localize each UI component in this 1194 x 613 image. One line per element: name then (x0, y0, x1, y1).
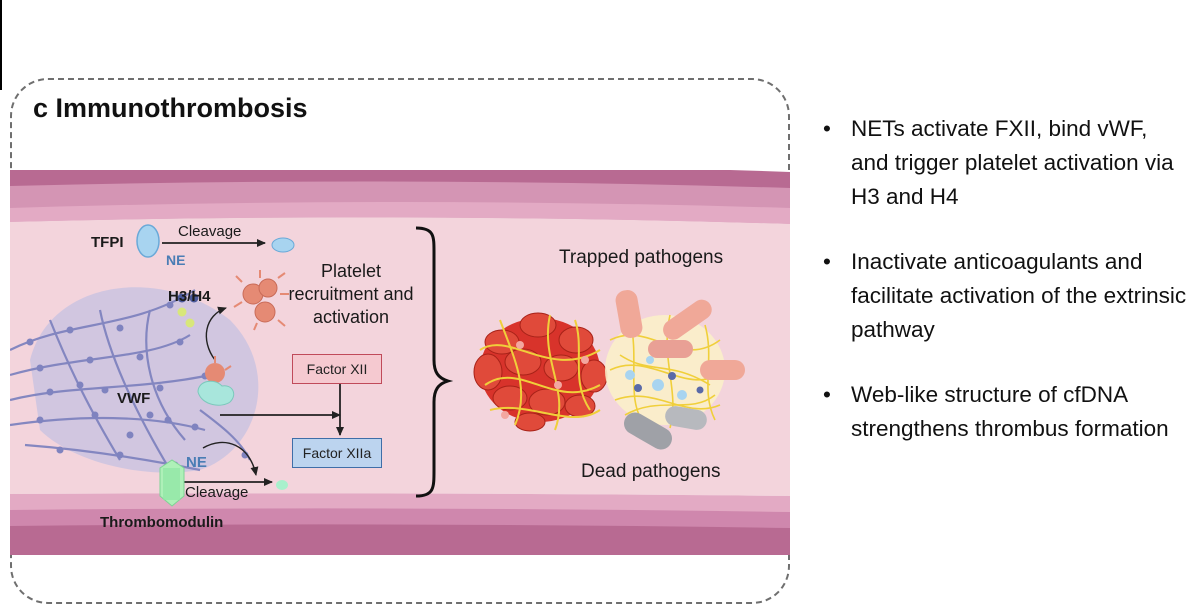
vwf-label: VWF (117, 390, 151, 407)
bullet-text: Web-like structure of cfDNA strengthens … (851, 382, 1169, 441)
factor-xiia-label: Factor XIIa (302, 445, 372, 461)
tfpi-icon (136, 224, 160, 258)
immunothrombosis-diagram (10, 170, 790, 555)
thrombomodulin-label: Thrombomodulin (100, 514, 224, 531)
bullet-icon: • (823, 116, 831, 141)
histone-icon (177, 293, 199, 328)
bullet-item: • Web-like structure of cfDNA strengthens… (820, 378, 1190, 446)
platelet-icon (205, 356, 232, 383)
dead-pathogens-label: Dead pathogens (581, 461, 721, 482)
vwf-icon (197, 380, 235, 406)
ne-bottom-label: NE (186, 454, 207, 471)
activated-platelet-icon (233, 270, 289, 331)
tfpi-label: TFPI (91, 234, 124, 251)
left-edge-line (0, 0, 2, 90)
net-web-icon (10, 287, 259, 473)
cleavage-bottom-label: Cleavage (185, 484, 249, 501)
cleavage-top-label: Cleavage (178, 223, 242, 240)
vessel-wall-top (10, 170, 790, 224)
cleaved-fragment-icon (276, 480, 288, 490)
h3h4-label: H3/H4 (168, 288, 211, 305)
ne-curve-arrow (202, 441, 259, 476)
bullet-icon: • (823, 249, 831, 274)
platelet-recruitment-label: Platelet recruitment and activation (288, 261, 414, 327)
activation-arrow (205, 306, 227, 361)
factor-xiia-box: Factor XIIa (292, 438, 382, 468)
trapped-pathogens-label: Trapped pathogens (559, 247, 724, 268)
factor-xii-box: Factor XII (292, 354, 382, 384)
factor-xii-label: Factor XII (306, 361, 368, 377)
brace-icon (415, 226, 454, 498)
bullet-list: • NETs activate FXII, bind vWF, and trigg… (820, 112, 1190, 477)
thrombomodulin-icon (159, 459, 185, 507)
ne-top-label: NE (166, 252, 186, 268)
bullet-text: NETs activate FXII, bind vWF, and trigge… (851, 116, 1174, 209)
bullet-item: • NETs activate FXII, bind vWF, and trigg… (820, 112, 1190, 214)
vessel-wall-bottom (10, 493, 790, 555)
clot-icon (473, 312, 608, 432)
cleaved-tfpi-icon (271, 237, 295, 253)
panel-title: c Immunothrombosis (33, 93, 308, 123)
pathogen-icon (615, 290, 745, 450)
bullet-text: Inactivate anticoagulants and facilitate… (851, 249, 1187, 342)
bullet-item: • Inactivate anticoagulants and facilitat… (820, 245, 1190, 347)
bullet-icon: • (823, 382, 831, 407)
